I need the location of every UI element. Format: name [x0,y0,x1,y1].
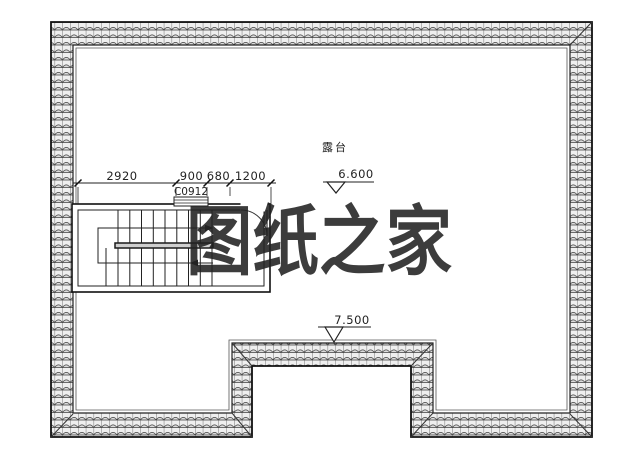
dim-text-1200: 1200 [235,169,266,183]
door-symbol [240,202,268,237]
dimension-extension-lines [77,187,272,204]
dim-text-680: 680 [207,169,230,183]
staircase [71,196,271,293]
terrace-label: 露台 [322,140,346,154]
window-symbol [173,196,209,207]
dim-text-900: 900 [180,169,203,183]
stair-handrail [114,242,214,249]
stair-up-arrowhead [205,224,214,232]
elevation-triangle-icon [325,181,347,194]
terrace-inner-wall-line-2 [75,47,568,411]
roof-elevation-marker: 7.500 [318,313,371,344]
terrace-elevation-value: 6.600 [338,167,373,181]
stair-treads-lower [105,248,213,286]
dimension-ticks [73,178,276,188]
roof-hip-lines [50,21,593,438]
elevation-triangle-icon [323,326,345,344]
watermark-text: 图纸之家 [186,197,452,286]
window-code-label: C0912 [174,186,208,198]
stair-direction-line [97,227,213,264]
stair-enclosure-inner-wall [77,209,265,287]
stair-down-arrowhead [190,259,198,267]
dimension-string: 2920 900 680 1200 C0912 [73,169,276,204]
dim-text-2920: 2920 [106,169,137,183]
roof-elevation-value: 7.500 [334,313,369,327]
roof-tile-band [51,22,592,437]
terrace-elevation-marker: 露台 6.600 [322,140,374,194]
